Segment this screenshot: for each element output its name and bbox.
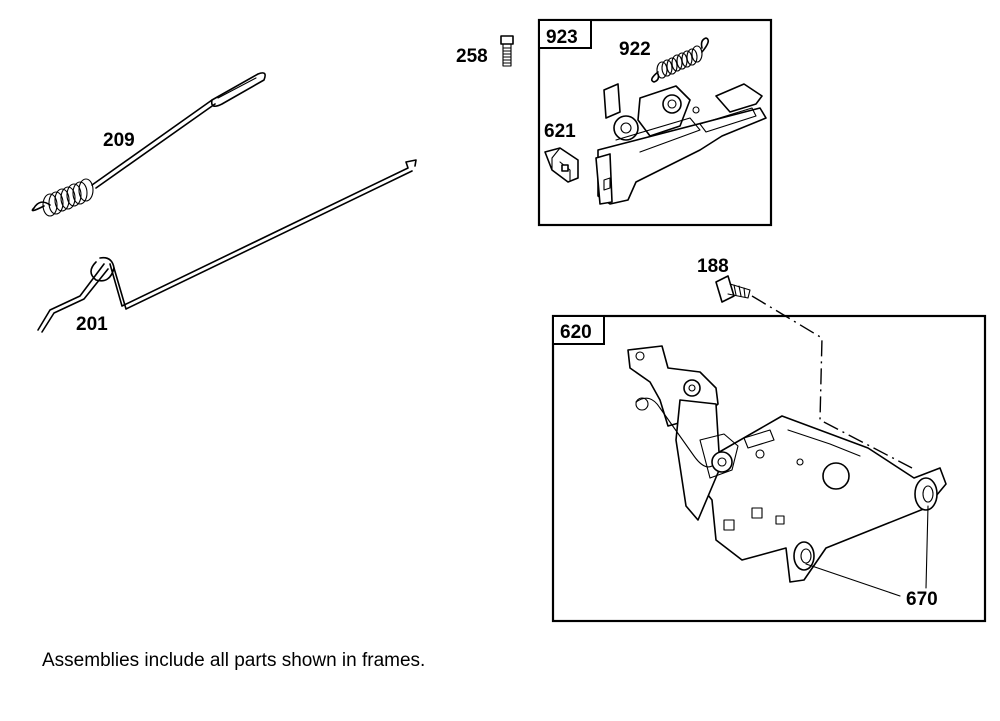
frame-923-tag: [538, 19, 592, 49]
label-621: 621: [544, 121, 576, 142]
label-258: 258: [456, 46, 488, 67]
part-201-link: [37, 159, 417, 333]
label-209: 209: [103, 130, 135, 151]
frame-923: [537, 18, 773, 227]
part-620-assembly: [627, 345, 947, 583]
label-922: 922: [619, 39, 651, 60]
label-188: 188: [697, 256, 729, 277]
label-670: 670: [906, 589, 938, 610]
frame-620: [551, 314, 987, 623]
leader-670-b: [925, 505, 929, 589]
part-188-bolt: [715, 275, 751, 303]
frame-620-tag: [552, 315, 605, 345]
leader-670-a: [805, 563, 901, 597]
part-923-assembly: [595, 83, 767, 205]
part-258-bolt: [500, 35, 514, 67]
assembly-note: Assemblies include all parts shown in fr…: [42, 650, 426, 671]
label-201: 201: [76, 314, 108, 335]
label-620: 620: [560, 322, 592, 343]
part-621-bracket: [544, 147, 579, 183]
label-923: 923: [546, 27, 578, 48]
part-922-spring: [650, 37, 710, 83]
part-209-spring: [31, 72, 266, 217]
